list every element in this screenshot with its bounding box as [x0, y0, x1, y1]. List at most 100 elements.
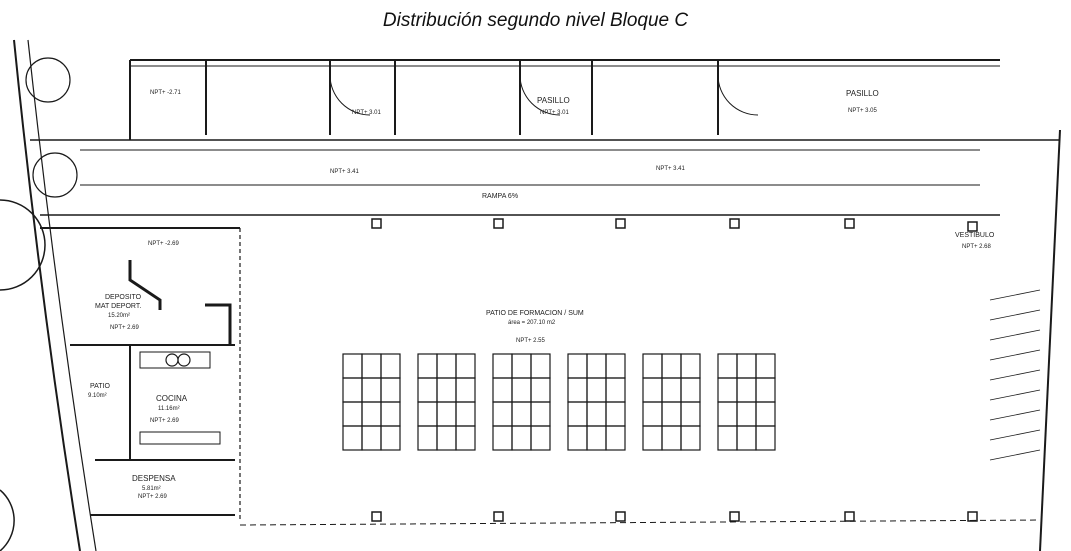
desk-cell — [417, 353, 438, 379]
desk-cell — [736, 401, 757, 427]
desk-cell — [717, 353, 738, 379]
desk-cell — [605, 353, 626, 379]
right-boundary-wall — [1039, 129, 1061, 551]
desk-cell — [567, 353, 588, 379]
desk-cell — [342, 377, 363, 403]
column-marker — [371, 218, 382, 229]
outer-arc — [0, 199, 46, 291]
level-marker: NPT+ 2.69 — [150, 418, 180, 424]
desk-cell — [567, 401, 588, 427]
desk-cell — [586, 401, 607, 427]
desk-cell — [717, 425, 738, 451]
room-label-deposito: DEPOSITO — [105, 294, 142, 301]
desk-cell — [680, 401, 701, 427]
desk-cell — [642, 401, 663, 427]
level-marker: NPT+ 2.68 — [962, 244, 992, 250]
desk-cell — [417, 377, 438, 403]
desk-cell — [511, 353, 532, 379]
desk-cell — [361, 377, 382, 403]
level-marker: NPT+ 2.55 — [516, 338, 546, 344]
desk-cell — [361, 401, 382, 427]
level-marker: NPT+ 3.05 — [848, 108, 878, 114]
desk-cell — [680, 425, 701, 451]
desk-cell — [755, 353, 776, 379]
desk-cell — [511, 401, 532, 427]
room-area-cocina: 11.16m² — [158, 406, 180, 412]
level-marker: NPT+ 3.01 — [352, 110, 382, 116]
desk-cell — [511, 377, 532, 403]
desk-cell — [380, 401, 401, 427]
partition-wall — [128, 260, 162, 310]
door-swing — [519, 74, 561, 116]
column-marker — [844, 511, 855, 522]
desk-cell — [530, 425, 551, 451]
room-label-deposito: MAT DEPORT. — [95, 303, 141, 310]
ramp-label: RAMPA 6% — [482, 193, 518, 200]
desk-cell — [361, 353, 382, 379]
desk-cell — [455, 401, 476, 427]
left-boundary-wall-inner — [27, 39, 97, 551]
level-marker: NPT+ 2.69 — [138, 494, 168, 500]
kitchen-counter — [139, 351, 211, 369]
column-marker — [493, 511, 504, 522]
desk-cell — [642, 377, 663, 403]
column-marker — [967, 221, 978, 232]
desk-cell — [736, 425, 757, 451]
slab-edge — [239, 519, 1041, 526]
desk-cell — [717, 401, 738, 427]
room-area-patio-small: 9.10m² — [88, 393, 107, 399]
room-area-despensa: 5.81m² — [142, 486, 161, 492]
column-circle — [32, 152, 78, 198]
desk-cell — [436, 401, 457, 427]
desk-cell — [736, 377, 757, 403]
desk-cell — [755, 425, 776, 451]
level-marker: NPT+ -2.71 — [150, 90, 182, 96]
column-marker — [493, 218, 504, 229]
desk-cell — [755, 377, 776, 403]
desk-cell — [455, 377, 476, 403]
column-marker — [967, 511, 978, 522]
desk-cell — [417, 401, 438, 427]
room-label-patio: PATIO DE FORMACION / SUM — [486, 310, 584, 317]
column-marker — [371, 511, 382, 522]
desk-cell — [342, 353, 363, 379]
level-marker: NPT+ 3.41 — [330, 169, 360, 175]
desk-cell — [680, 377, 701, 403]
column-marker — [844, 218, 855, 229]
level-marker: NPT+ 3.41 — [656, 166, 686, 172]
left-boundary-wall — [13, 39, 81, 551]
desk-cell — [605, 425, 626, 451]
desk-cell — [417, 425, 438, 451]
desk-cell — [492, 425, 513, 451]
desk-cell — [586, 353, 607, 379]
desk-cell — [605, 401, 626, 427]
column-circle — [25, 57, 71, 103]
door-swing — [329, 74, 371, 116]
desk-cell — [511, 425, 532, 451]
desk-cell — [567, 377, 588, 403]
desk-grid — [342, 353, 776, 451]
desk-cell — [492, 377, 513, 403]
desk-cell — [492, 353, 513, 379]
desk-cell — [605, 377, 626, 403]
desk-cell — [530, 377, 551, 403]
desk-cell — [380, 377, 401, 403]
stair-hatching — [989, 289, 1041, 461]
room-label-pasillo: PASILLO — [537, 96, 570, 105]
desk-cell — [530, 401, 551, 427]
desk-cell — [436, 353, 457, 379]
desk-cell — [342, 401, 363, 427]
stove-burner — [165, 353, 179, 367]
stove-burner — [177, 353, 191, 367]
desk-cell — [661, 401, 682, 427]
room-label-cocina: COCINA — [156, 394, 188, 403]
room-label-patio-small: PATIO — [90, 383, 111, 390]
desk-cell — [530, 353, 551, 379]
column-marker — [615, 218, 626, 229]
desk-cell — [642, 353, 663, 379]
desk-cell — [380, 425, 401, 451]
door-swing — [717, 74, 759, 116]
room-label-vestibulo: VESTIBULO — [955, 232, 995, 239]
desk-cell — [455, 353, 476, 379]
